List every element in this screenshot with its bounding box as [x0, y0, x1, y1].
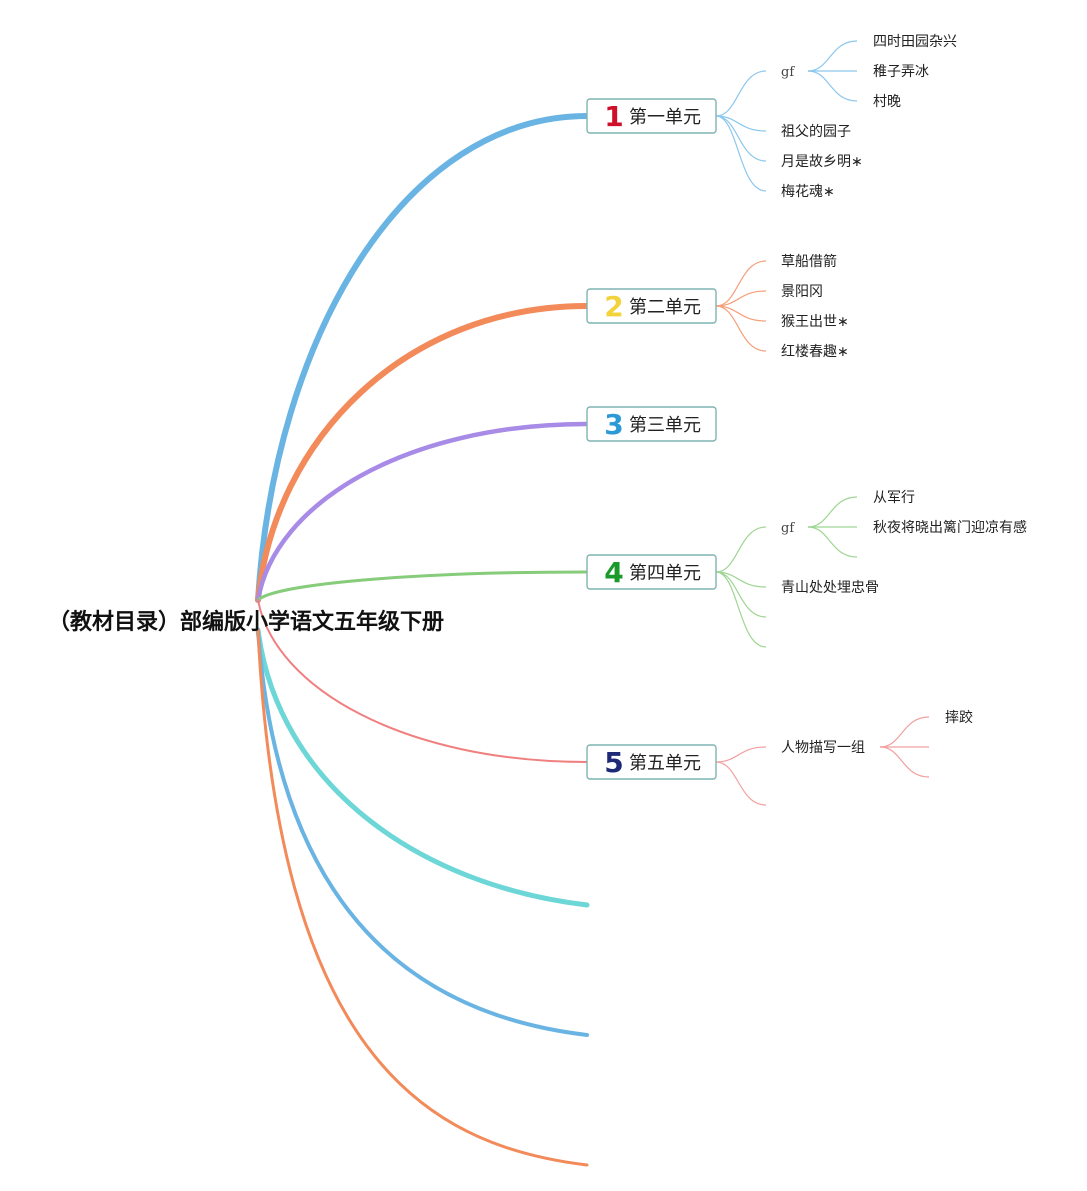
unit-node-2[interactable]: 2 第二单元 — [586, 288, 717, 324]
empty-branch-2 — [256, 628, 589, 1037]
leaf-topic[interactable]: 从军行 — [873, 490, 915, 506]
twig-unit-2-2 — [715, 305, 767, 322]
unit-number-badge: 1 — [604, 100, 623, 133]
branch-unit-1 — [255, 113, 590, 603]
twig-unit-5-1 — [715, 761, 767, 806]
unit-number-badge: 3 — [604, 408, 623, 441]
twig-group-item — [807, 40, 858, 72]
unit-box — [586, 406, 717, 442]
twig-group-item — [879, 716, 930, 748]
leaf-topic[interactable]: 月是故乡明∗ — [781, 154, 863, 170]
unit-box — [586, 98, 717, 134]
twig-unit-1-2 — [715, 115, 767, 162]
root-topic[interactable]: （教材目录）部编版小学语文五年级下册 — [48, 609, 444, 635]
twig-unit-1-1 — [715, 115, 767, 132]
unit-label: 第五单元 — [629, 753, 701, 774]
twig-unit-2-3 — [715, 305, 767, 352]
main-branches — [255, 113, 590, 1167]
leaf-topic[interactable]: 秋夜将晓出篱门迎凉有感 — [873, 519, 1027, 536]
twig-unit-2-0 — [715, 260, 767, 307]
twig-unit-4-0 — [715, 526, 767, 573]
unit-number-badge: 2 — [604, 290, 623, 323]
twig-unit-2-1 — [715, 290, 767, 307]
leaf-topic[interactable]: 摔跤 — [945, 709, 973, 726]
unit-box — [586, 554, 717, 590]
unit-label: 第二单元 — [629, 297, 701, 318]
leaf-topic[interactable]: 稚子弄冰 — [873, 64, 929, 80]
group-node[interactable]: 人物描写一组 — [781, 740, 865, 756]
leaf-topic[interactable]: 四时田园杂兴 — [873, 34, 957, 50]
twig-group-item — [807, 496, 858, 528]
leaf-topic[interactable]: 梅花魂∗ — [781, 184, 835, 200]
unit-label: 第一单元 — [629, 107, 701, 128]
group-node[interactable]: gf — [781, 521, 795, 536]
leaf-topic[interactable]: 青山处处埋忠骨 — [781, 580, 879, 596]
leaf-topic[interactable]: 猴王出世∗ — [781, 314, 849, 330]
twig-group-item — [807, 70, 858, 102]
unit-node-5[interactable]: 5 第五单元 — [586, 744, 717, 780]
leaf-topic[interactable]: 草船借箭 — [781, 253, 837, 270]
twig-unit-5-0 — [715, 746, 767, 763]
sub-branches — [715, 40, 930, 806]
branch-unit-5 — [257, 599, 588, 763]
leaf-topic[interactable]: 景阳冈 — [781, 284, 823, 300]
twig-unit-1-0 — [715, 70, 767, 117]
unit-label: 第三单元 — [629, 415, 701, 436]
branch-unit-4 — [256, 570, 589, 602]
unit-node-3[interactable]: 3 第三单元 — [586, 406, 717, 442]
branch-unit-3 — [255, 421, 590, 603]
twig-unit-1-3 — [715, 115, 767, 192]
unit-node-4[interactable]: 4 第四单元 — [586, 554, 717, 590]
twig-group-item — [807, 526, 858, 558]
unit-node-1[interactable]: 1 第一单元 — [586, 98, 717, 134]
unit-box — [586, 744, 717, 780]
unit-number-badge: 5 — [604, 746, 623, 779]
unit-number-badge: 4 — [604, 556, 623, 589]
leaf-topic[interactable]: 红楼春趣∗ — [781, 344, 849, 360]
twig-group-item — [879, 746, 930, 778]
leaf-topic[interactable]: 村晚 — [873, 94, 901, 110]
unit-box — [586, 288, 717, 324]
empty-branch-3 — [256, 628, 589, 1167]
twig-unit-4-2 — [715, 571, 767, 618]
leaf-topic[interactable]: 祖父的园子 — [781, 124, 851, 140]
group-node[interactable]: gf — [781, 65, 795, 80]
branch-unit-2 — [255, 303, 590, 603]
twig-unit-4-3 — [715, 571, 767, 648]
unit-label: 第四单元 — [629, 563, 701, 584]
twig-unit-4-1 — [715, 571, 767, 588]
empty-branch-1 — [255, 627, 590, 908]
